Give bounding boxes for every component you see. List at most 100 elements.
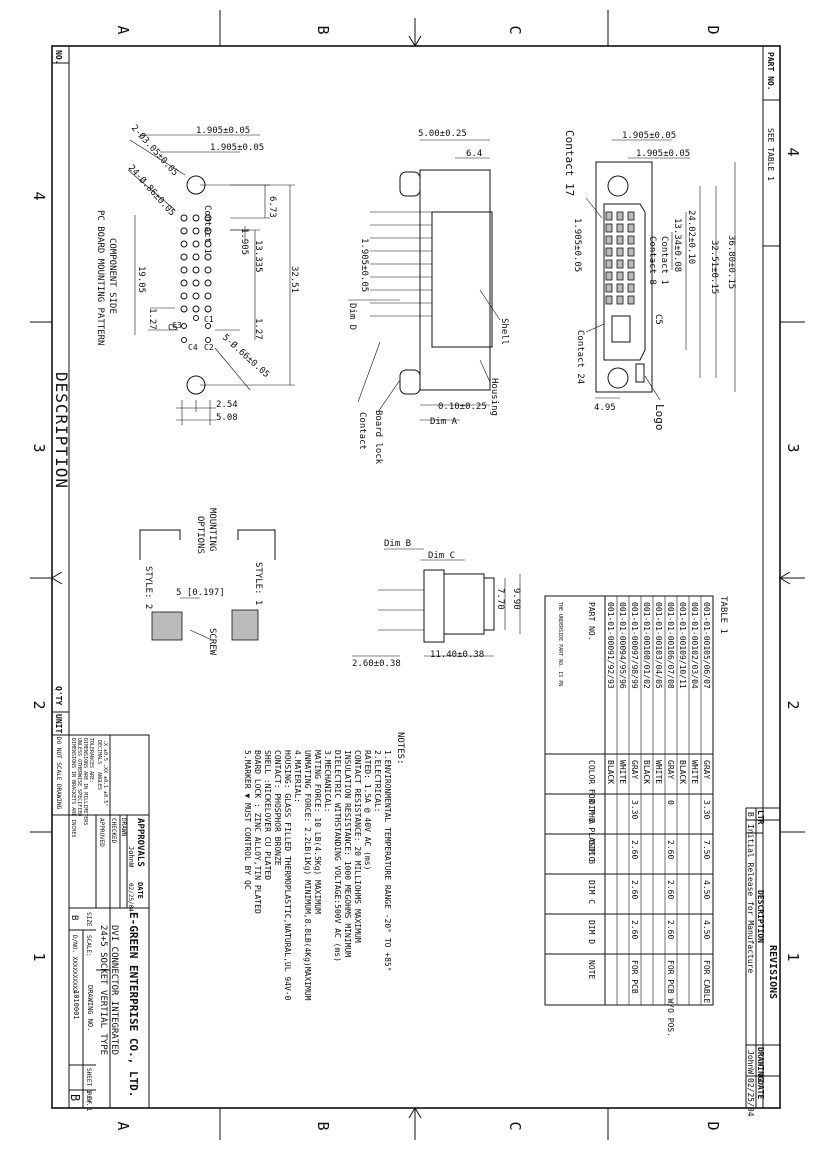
dim-c-label: Dim C xyxy=(428,551,455,561)
drawn-label: DRAWN xyxy=(120,818,127,836)
shell-body xyxy=(431,211,493,348)
front-contact xyxy=(616,295,624,305)
front-contact xyxy=(616,235,624,245)
table-cell: 2.60 xyxy=(630,840,639,859)
left-strip: NO. DESCRIPTION Q'TY UNIT DO NOT SCALE D… xyxy=(52,50,71,816)
table-header: DIM B xyxy=(587,840,596,864)
scale-label: SCALE: xyxy=(85,935,92,957)
table-header: DIM C xyxy=(587,880,596,904)
front-contact xyxy=(616,247,624,257)
zone-numbers-left: 4 3 2 1 xyxy=(30,191,48,961)
table-cell: 001-01-00103/04/05 xyxy=(654,602,663,689)
front-dim: 4.95 xyxy=(594,403,616,413)
center-marks xyxy=(51,35,791,1119)
zone-number: 1 xyxy=(784,952,802,961)
table-cell: 2.60 xyxy=(630,880,639,899)
sheet-label: SHEET 1 OF 1 xyxy=(85,1068,92,1112)
style-1-lock-body xyxy=(231,609,259,641)
table-cell: WHITE xyxy=(690,760,699,784)
front-contact-8: Contact 8 xyxy=(647,236,657,285)
pcb-contact-hole xyxy=(192,279,200,287)
front-flange xyxy=(595,161,653,393)
note-line: HOUSING: GLASS FILLED THERMOPLASTIC,NATU… xyxy=(283,750,292,1001)
front-c5: C5 xyxy=(653,314,663,325)
front-contact xyxy=(605,235,613,245)
table-cell: 4.50 xyxy=(702,920,711,939)
pcb-dim: 1.27 xyxy=(253,318,263,340)
zone-number: 2 xyxy=(30,700,48,709)
note-line: 4.MATERIAL: xyxy=(293,750,302,803)
zone-letter: C xyxy=(506,25,524,34)
drawn-name: JohnW xyxy=(127,846,135,868)
screw-callout: SCREW xyxy=(207,628,217,656)
description-header: DESCRIPTION xyxy=(52,372,71,489)
pcb-c-hole xyxy=(181,323,187,329)
zone-letters-bottom: A B C D xyxy=(114,1121,722,1130)
zone-letter: D xyxy=(704,25,722,34)
front-contact xyxy=(605,283,613,293)
front-pin-grid xyxy=(605,211,635,305)
c5-blade xyxy=(611,315,631,343)
notes-block: NOTES:1.ENVIRONMENTAL TEMPERATURE RANGE … xyxy=(243,732,405,1001)
table-header: DIM D xyxy=(587,920,596,944)
scale-note: DO NOT SCALE DRAWING xyxy=(55,737,62,810)
front-dim: 1.905±0.05 xyxy=(636,149,690,159)
note-line: INSULATION RESISTANCE: 1000 MEGOHMS MINI… xyxy=(343,750,352,957)
note-line: CONTACT: PHOSPHOR BRONZE xyxy=(273,750,282,866)
no-header: NO. xyxy=(54,50,63,64)
pcb-contact-hole xyxy=(204,214,212,222)
front-dim: 24.02±0.10 xyxy=(686,210,696,264)
pcb-contact-hole xyxy=(180,305,188,313)
pcb-label-c4: C4 xyxy=(188,343,198,352)
logo-mark xyxy=(635,363,645,383)
table-cell: 4.50 xyxy=(702,880,711,899)
pcb-contact-hole xyxy=(204,266,212,274)
front-contact xyxy=(616,259,624,269)
front-mount-hole xyxy=(607,175,629,197)
pcb-c-hole xyxy=(205,337,211,343)
pcb-c-hole xyxy=(205,323,211,329)
pcb-hole-grid xyxy=(180,214,212,343)
unit-header: UNIT xyxy=(54,714,63,733)
table-cell: WHITE xyxy=(654,760,663,784)
style-2-label: STYLE: 2 xyxy=(143,566,153,609)
table-cell: FOR PCB xyxy=(630,960,639,994)
revisions-title: REVISIONS xyxy=(767,945,778,999)
pcb-contact-hole xyxy=(192,227,200,235)
tol-line-3: TOLERANCES ARE: xyxy=(88,738,94,783)
dims-dim: 11.40±0.38 xyxy=(430,650,484,660)
shell-callout: Shell xyxy=(499,318,509,345)
table-cell: 2.60 xyxy=(666,920,675,939)
rev-header-date: DATE xyxy=(756,1080,765,1099)
note-line: BOARD LOCK : ZINC ALLOY,TIN PLATED xyxy=(253,750,262,914)
front-mount-hole xyxy=(607,367,629,389)
pcb-contact-hole xyxy=(180,240,188,248)
table-header: PART NO. xyxy=(587,602,596,641)
table-cell: GRAY xyxy=(702,760,711,779)
pcb-contact-hole xyxy=(180,253,188,261)
revisions-block: REVISIONS LTR DESCRIPTION DRAWING DATE B… xyxy=(745,807,781,1117)
dims-view: Dim B Dim C 9.90 7.70 2.60±0.38 11.40±0.… xyxy=(352,539,521,669)
table-cell: 3.30 xyxy=(630,800,639,819)
pcb-contact-hole xyxy=(180,266,188,274)
rev-ltr: B xyxy=(746,812,755,817)
pcb-contact-1: Contact 1 xyxy=(202,205,212,254)
front-contact xyxy=(627,295,635,305)
rev-drawing: JohnW xyxy=(746,1050,755,1074)
note-line: 1.ENVIRONMENTAL TEMPERATURE RANGE -20° T… xyxy=(383,750,392,972)
table-cell: FOR CABLE xyxy=(702,960,711,1004)
zone-letter: C xyxy=(506,1121,524,1130)
pcb-dim: 13.335 xyxy=(253,240,263,273)
pcb-c-hole xyxy=(181,337,187,343)
dims-body xyxy=(423,569,445,643)
table-cell: GRAY xyxy=(666,760,675,779)
zone-numbers-right: 4 3 2 1 xyxy=(784,147,802,961)
size-label: SIZE xyxy=(85,912,92,927)
pcb-dim: 1.905 xyxy=(239,228,249,255)
table-cell: BLACK xyxy=(642,760,651,784)
part-no-box: PART NO. SEE TABLE 1 xyxy=(762,45,781,247)
front-contact-1: Contact 1 xyxy=(659,236,669,285)
front-contact xyxy=(605,295,613,305)
board-lock-callout: Board lock xyxy=(373,410,383,465)
